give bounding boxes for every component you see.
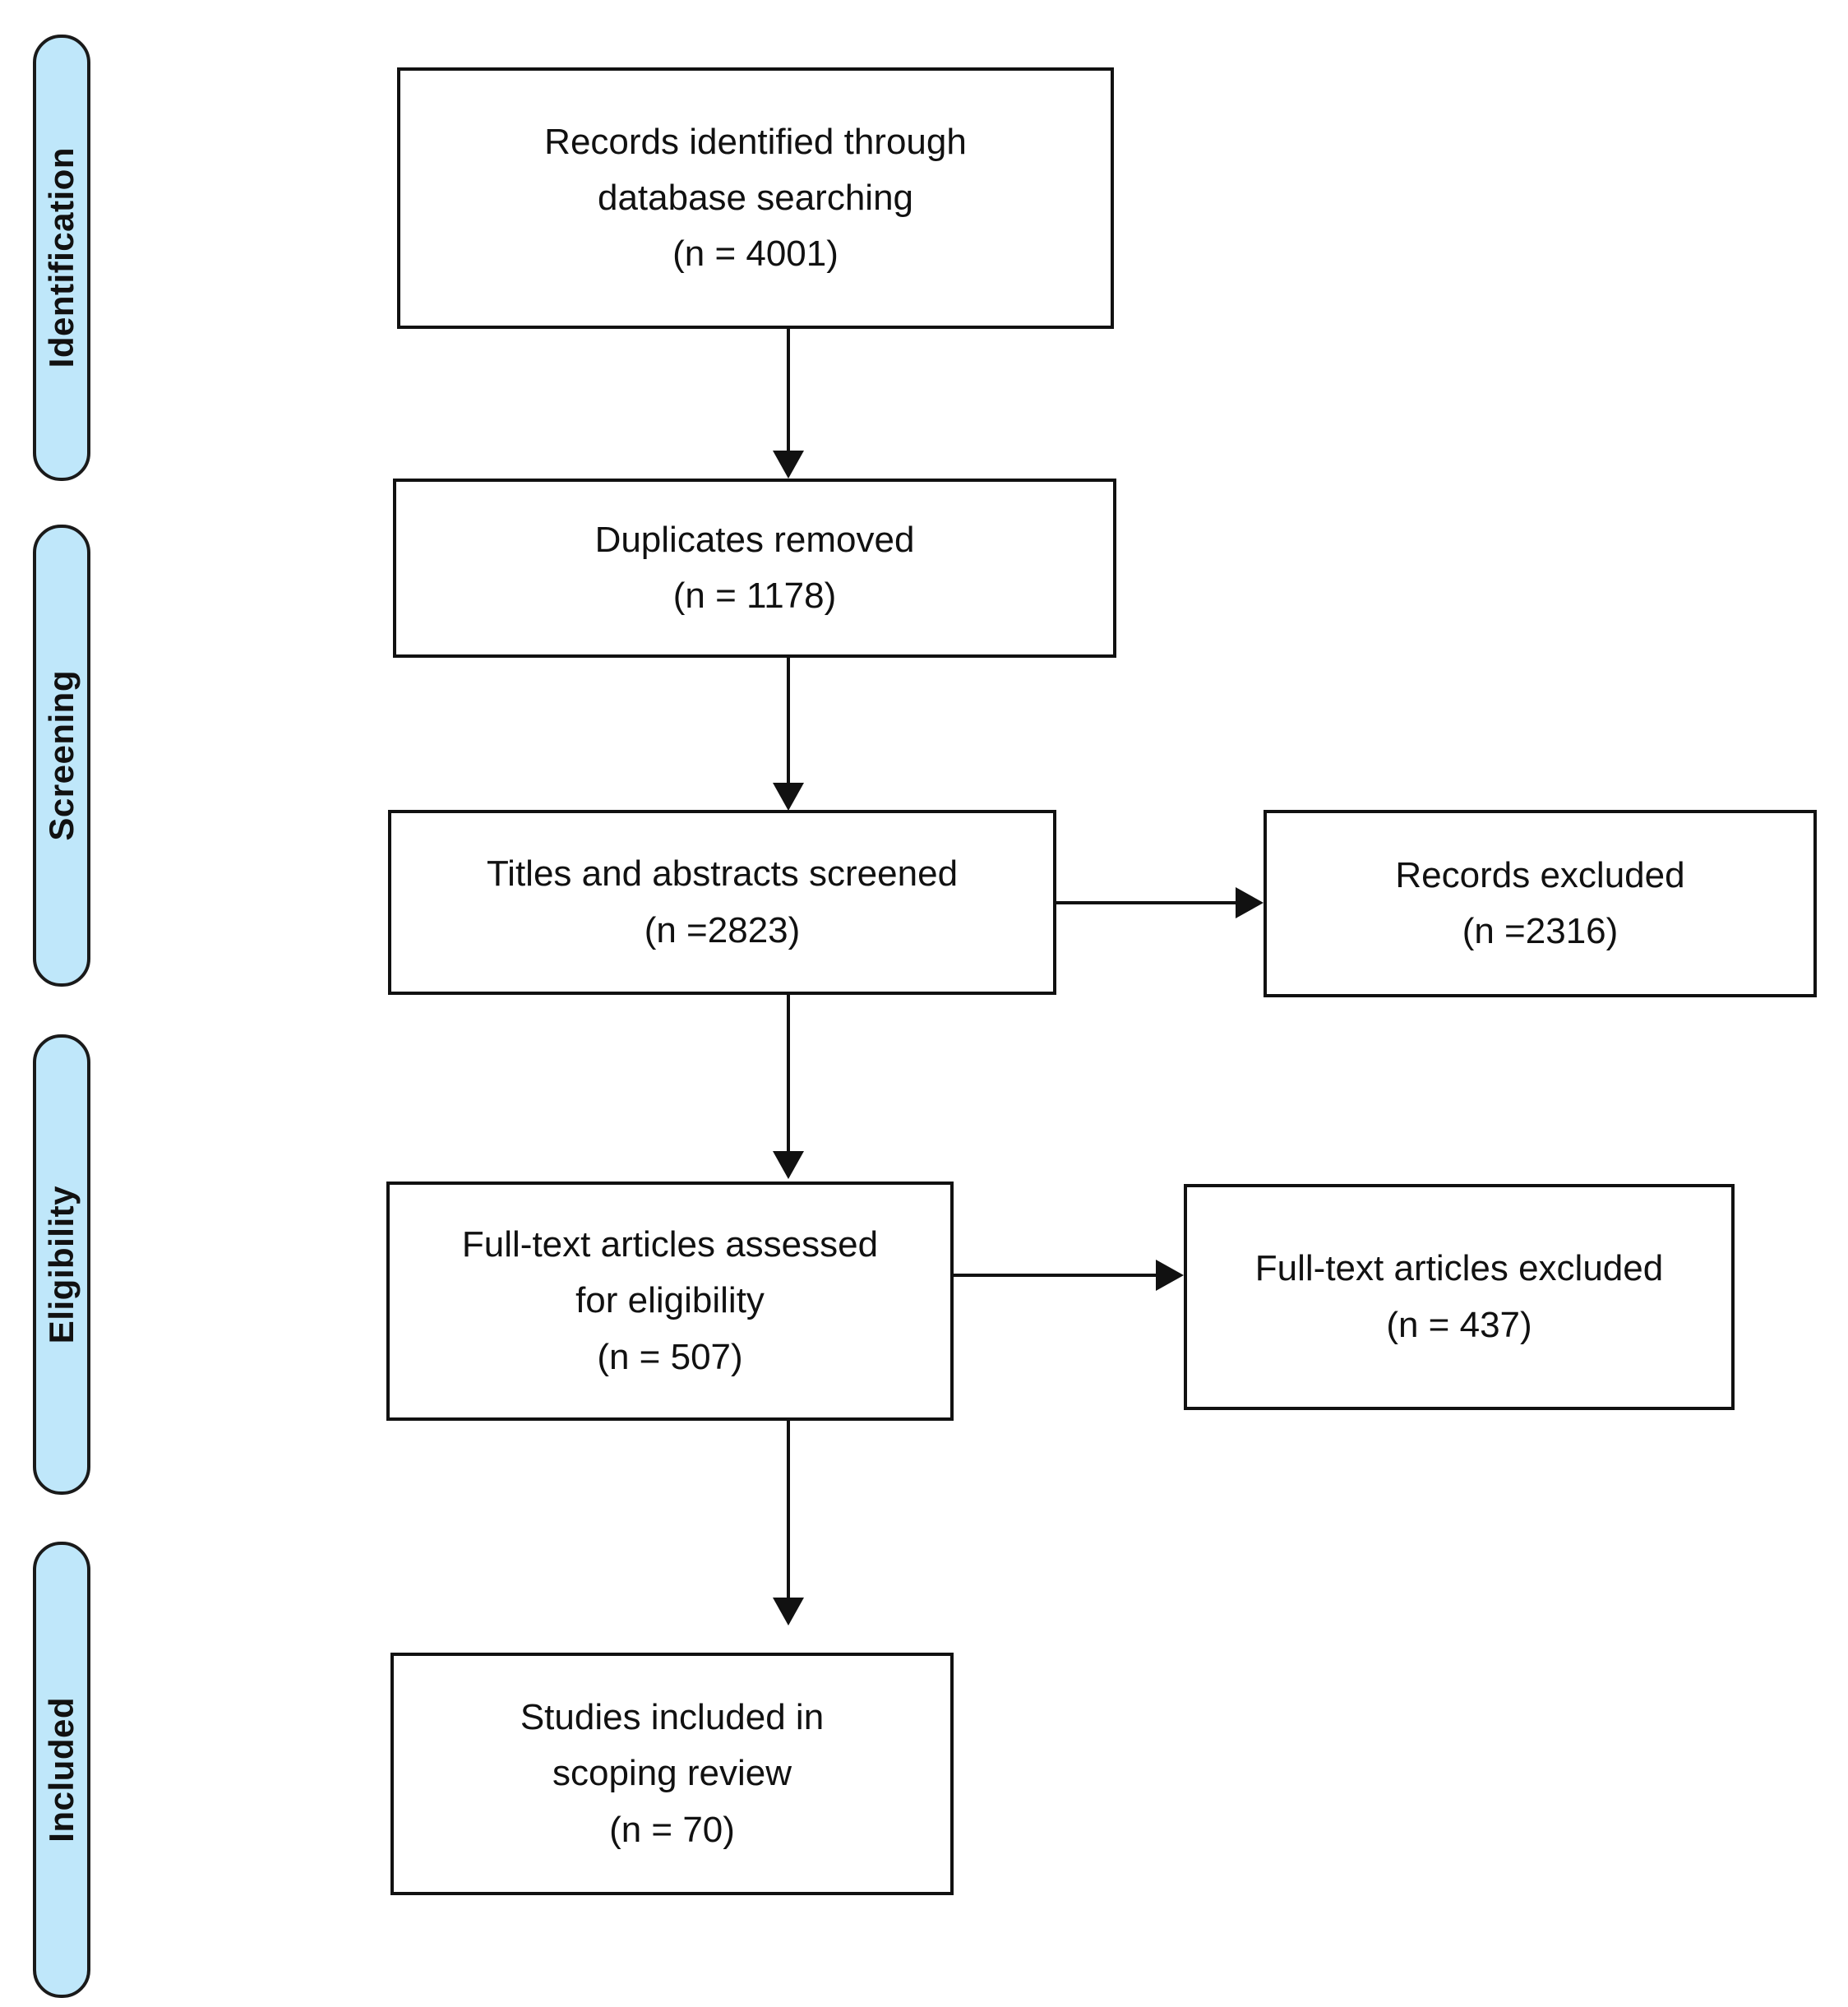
connector-duplicates-to-screened: [787, 658, 790, 785]
connector-screened-to-records-excluded: [1056, 901, 1239, 904]
box-fulltext-assessed-line-2: for eligibility: [575, 1280, 765, 1321]
stage-label-eligibility: Eligibility: [42, 1185, 81, 1344]
connector-screened-to-fulltext: [787, 995, 790, 1154]
box-records-excluded-line-2: (n =2316): [1462, 911, 1619, 951]
box-studies-included-line-1: Studies included in: [520, 1697, 825, 1738]
box-records-identified-line-2: database searching: [597, 177, 914, 218]
box-titles-abstracts-screened-line-1: Titles and abstracts screened: [486, 853, 959, 895]
box-studies-included-line-2: scoping review: [552, 1753, 792, 1794]
box-records-excluded: Records excluded (n =2316): [1264, 810, 1817, 997]
stage-chip-screening: Screening: [33, 525, 90, 987]
stage-chip-eligibility: Eligibility: [33, 1034, 90, 1495]
box-records-identified-line-1: Records identified through: [544, 121, 967, 162]
box-duplicates-removed: Duplicates removed (n = 1178): [393, 479, 1116, 658]
arrow-identified-to-duplicates: [773, 451, 804, 479]
box-duplicates-removed-line-2: (n = 1178): [672, 576, 837, 616]
box-studies-included: Studies included in scoping review (n = …: [390, 1653, 954, 1895]
box-fulltext-assessed-line-1: Full-text articles assessed: [461, 1224, 879, 1265]
stage-label-identification: Identification: [42, 147, 81, 368]
box-fulltext-excluded: Full-text articles excluded (n = 437): [1184, 1184, 1735, 1410]
arrow-fulltext-to-excluded: [1156, 1260, 1184, 1291]
box-records-excluded-line-1: Records excluded: [1395, 854, 1685, 895]
box-studies-included-line-3: (n = 70): [609, 1809, 735, 1850]
connector-identified-to-duplicates: [787, 329, 790, 452]
box-titles-abstracts-screened-line-2: (n =2823): [644, 909, 801, 950]
stage-label-included: Included: [42, 1697, 81, 1843]
arrow-screened-to-fulltext: [773, 1151, 804, 1179]
box-fulltext-assessed-line-3: (n = 507): [597, 1336, 743, 1377]
box-records-identified-line-3: (n = 4001): [672, 234, 839, 275]
arrow-duplicates-to-screened: [773, 783, 804, 811]
stage-chip-included: Included: [33, 1542, 90, 1998]
connector-fulltext-to-excluded: [954, 1274, 1159, 1277]
arrow-fulltext-to-included: [773, 1598, 804, 1625]
box-duplicates-removed-line-1: Duplicates removed: [594, 519, 915, 560]
arrow-screened-to-records-excluded: [1236, 887, 1264, 918]
stage-label-screening: Screening: [42, 670, 81, 841]
stage-chip-identification: Identification: [33, 35, 90, 481]
box-fulltext-assessed: Full-text articles assessed for eligibil…: [386, 1182, 954, 1421]
box-fulltext-excluded-line-2: (n = 437): [1386, 1304, 1532, 1345]
box-records-identified: Records identified through database sear…: [397, 67, 1114, 329]
box-titles-abstracts-screened: Titles and abstracts screened (n =2823): [388, 810, 1056, 995]
connector-fulltext-to-included: [787, 1421, 790, 1600]
box-fulltext-excluded-line-1: Full-text articles excluded: [1254, 1248, 1664, 1289]
